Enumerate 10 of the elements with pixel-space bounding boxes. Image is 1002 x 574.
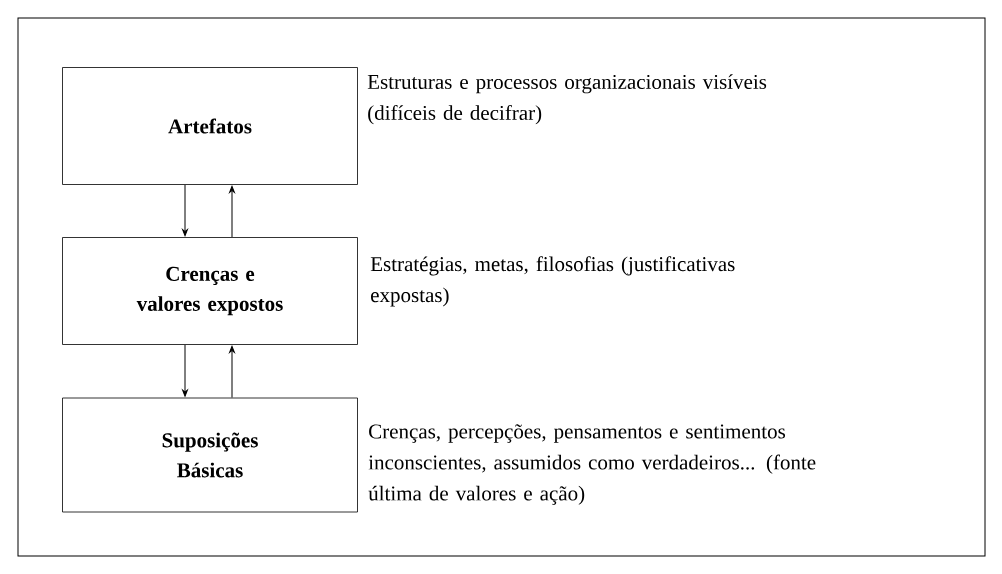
description-text: Estruturas e processos organizacionais visíveis (difíceis de decifrar) [367,74,767,125]
box: Suposições Básicas [62,397,358,513]
box: Crenças e valores expostos [62,237,358,345]
arrow [229,185,235,238]
arrow [182,344,188,397]
arrow [229,345,235,399]
arrow [182,184,188,237]
description-text: Crenças, percepções, pensamentos e sentimentos inconscientes, assumidos como verdadeiros... (fonte última de valores e ação) [368,424,816,505]
description-text: Estratégias, metas, filosofias (justificativas expostas) [370,256,735,307]
box: Artefatos [62,67,358,185]
